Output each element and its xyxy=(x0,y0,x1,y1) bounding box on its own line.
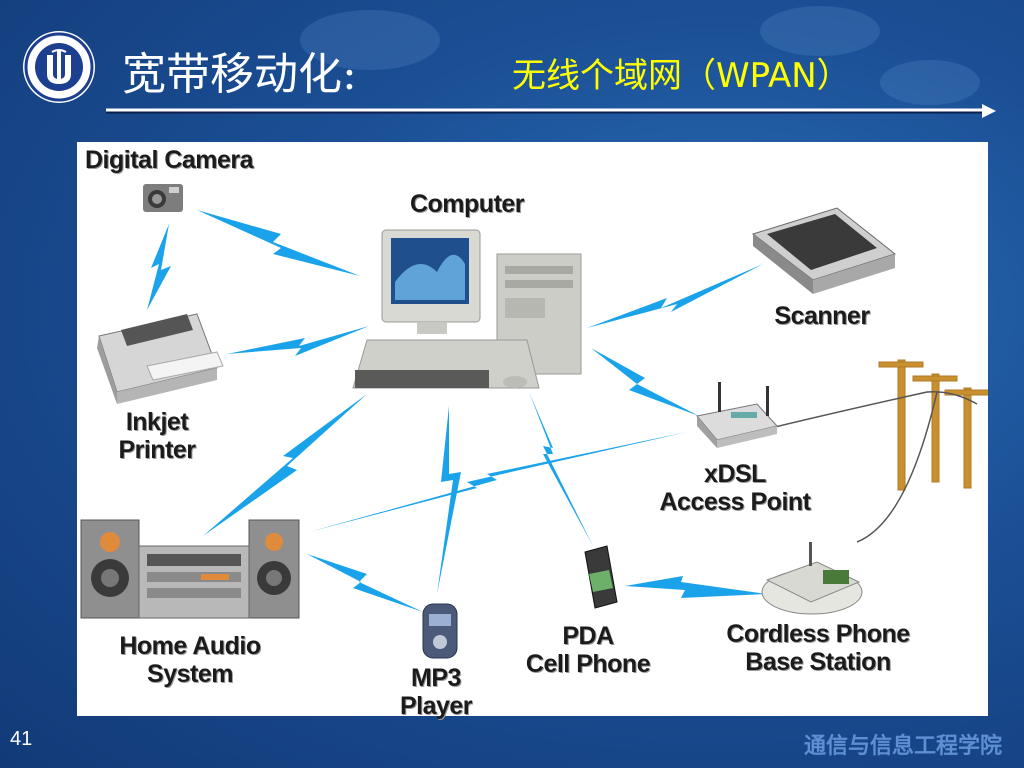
cordless-phone-base-icon xyxy=(761,542,863,615)
link-audio-xdsl xyxy=(309,432,687,532)
slide-subtitle: 无线个域网（WPAN） xyxy=(512,56,851,96)
university-logo xyxy=(22,30,96,104)
label-digital-camera: Digital Camera xyxy=(85,146,254,174)
wpan-diagram: Digital Camera Computer Scanner Inkjet P… xyxy=(77,142,988,720)
wireless-links xyxy=(147,210,767,612)
mp3-player-icon xyxy=(422,603,458,659)
link-computer-audio xyxy=(203,394,367,536)
xdsl-access-point-icon xyxy=(696,382,778,448)
pda-cell-phone-icon xyxy=(584,545,618,609)
slide-title: 宽带移动化: xyxy=(122,49,357,100)
label-xdsl-access-point: xDSL Access Point xyxy=(659,460,811,516)
link-audio-mp3 xyxy=(307,554,423,612)
inkjet-printer-icon xyxy=(97,313,224,404)
page-number: 41 xyxy=(10,728,33,750)
label-computer: Computer xyxy=(409,190,525,218)
label-home-audio-system: Home Audio System xyxy=(119,632,261,688)
digital-camera-icon xyxy=(143,184,183,212)
title-underline-arrow xyxy=(106,104,996,118)
link-camera-printer xyxy=(147,224,171,310)
home-audio-system-icon xyxy=(80,519,300,619)
link-camera-computer xyxy=(197,210,360,276)
telephone-poles-icon xyxy=(878,359,988,491)
link-pda-cordless xyxy=(625,576,767,598)
link-printer-computer xyxy=(227,326,369,356)
background-bokeh xyxy=(760,6,880,56)
label-cordless-phone-base-station: Cordless Phone Base Station xyxy=(726,620,910,676)
link-computer-xdsl xyxy=(591,348,699,416)
background-bokeh xyxy=(880,60,980,105)
link-computer-scanner xyxy=(587,264,763,328)
label-inkjet-printer: Inkjet Printer xyxy=(118,408,196,464)
footer-institution: 通信与信息工程学院 xyxy=(803,734,1002,759)
label-mp3-player: MP3 Player xyxy=(399,664,473,720)
scanner-icon xyxy=(751,207,897,294)
label-pda-cell-phone: PDA Cell Phone xyxy=(525,622,651,678)
link-computer-mp3 xyxy=(437,406,461,594)
label-scanner: Scanner xyxy=(774,302,870,330)
computer-icon xyxy=(352,229,582,389)
link-computer-pda xyxy=(529,392,593,546)
background-bokeh xyxy=(300,10,440,70)
